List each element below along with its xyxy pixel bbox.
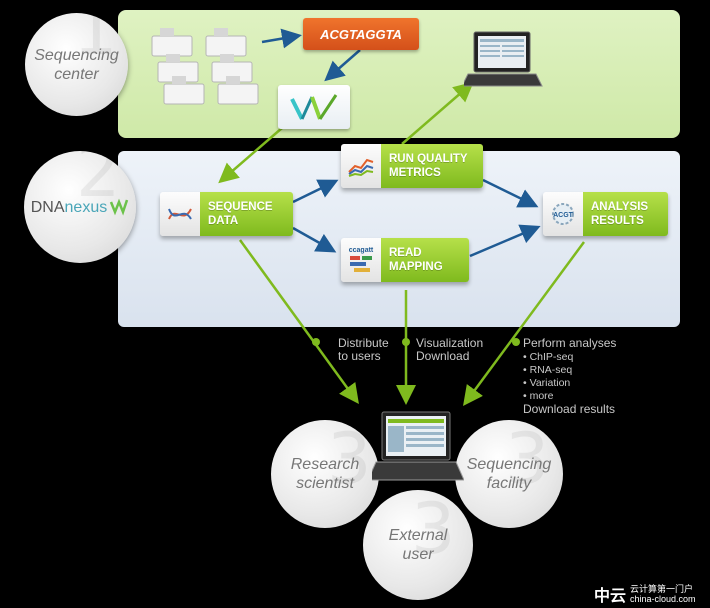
read-mapping-icon-text: ccagatt bbox=[348, 246, 374, 254]
dna-helix-icon bbox=[160, 192, 200, 236]
distribute-note: Distribute to users bbox=[338, 336, 389, 363]
arrow-sequence-to-readmapping bbox=[292, 226, 337, 253]
logo-dna-text: DNA bbox=[30, 198, 65, 216]
sequencing-facility-circle: 3 Sequencing facility bbox=[455, 420, 563, 528]
dot-perform bbox=[512, 338, 520, 346]
dot-visualization bbox=[402, 338, 410, 346]
analysis-results-label: ANALYSIS RESULTS bbox=[583, 192, 668, 236]
sequence-chip: ACGTAGGTA bbox=[303, 18, 419, 50]
research-scientist-circle: 3 Research scientist bbox=[271, 420, 379, 528]
dnanexus-mark-tile bbox=[278, 85, 350, 129]
analysis-bullets: • ChIP-seq • RNA-seq • Variation • more bbox=[523, 351, 653, 403]
download-results-note: Download results bbox=[523, 402, 616, 416]
read-mapping-label: READ MAPPING bbox=[381, 238, 469, 282]
perform-analyses-title: Perform analyses bbox=[523, 336, 617, 350]
arrow-runquality-to-analysis bbox=[482, 178, 539, 208]
research-scientist-label: Research scientist bbox=[290, 456, 360, 492]
arrow-servers-to-chip bbox=[261, 28, 302, 49]
sequence-data-label: SEQUENCE DATA bbox=[200, 192, 293, 236]
analysis-results-box[interactable]: ACGT ANALYSIS RESULTS bbox=[543, 192, 668, 236]
sequencing-center-circle: 1 Sequencing center bbox=[25, 0, 128, 116]
watermark-url: china-cloud.com bbox=[630, 594, 696, 604]
external-user-circle: 3 External user bbox=[363, 490, 473, 600]
analysis-icon-text: ACGT bbox=[553, 212, 574, 219]
watermark-brand: 中云 bbox=[594, 588, 627, 605]
step-number-1: 1 bbox=[73, 0, 118, 71]
bullet-item: • more bbox=[523, 390, 554, 402]
dnanexus-mark-icon bbox=[290, 94, 338, 120]
external-user-label: External user bbox=[388, 527, 448, 563]
run-quality-label: RUN QUALITY METRICS bbox=[381, 144, 483, 188]
watermark: 中云 云计算第一门户 china-cloud.com bbox=[594, 582, 696, 606]
arrow-runquality-to-laptop bbox=[401, 81, 474, 145]
sequencing-facility-label: Sequencing facility bbox=[466, 456, 552, 492]
arrow-sequence-to-runquality bbox=[292, 179, 339, 204]
bullet-item: • ChIP-seq bbox=[523, 351, 574, 363]
dot-distribute bbox=[312, 338, 320, 346]
bullet-item: • RNA-seq bbox=[523, 364, 573, 376]
arrow-readmapping-to-analysis bbox=[469, 224, 541, 258]
logo-nexus-text: nexus bbox=[64, 198, 108, 216]
arrow-analysis-to-users bbox=[463, 241, 586, 407]
run-quality-box[interactable]: RUN QUALITY METRICS bbox=[341, 144, 483, 188]
dnanexus-logo-mark-icon bbox=[110, 198, 129, 216]
read-mapping-box[interactable]: ccagatt READ MAPPING bbox=[341, 238, 469, 282]
analysis-gear-icon: ACGT bbox=[543, 192, 583, 236]
arrow-logo-to-sequence bbox=[218, 127, 283, 184]
visualization-note: Visualization Download bbox=[416, 336, 484, 363]
sequencer-machines-icon bbox=[151, 28, 259, 105]
watermark-text: 云计算第一门户 bbox=[630, 584, 694, 594]
read-mapping-icon: ccagatt bbox=[341, 238, 381, 282]
step-number-2: 2 bbox=[76, 131, 121, 213]
bullet-item: • Variation bbox=[523, 377, 571, 389]
laptop-icon bbox=[464, 31, 543, 87]
sequencing-center-label: Sequencing center bbox=[34, 46, 119, 83]
quality-chart-icon bbox=[341, 144, 381, 188]
arrow-sequence-to-users bbox=[238, 239, 359, 405]
perform-analyses-note: Perform analyses • ChIP-seq • RNA-seq • … bbox=[523, 337, 653, 416]
sequence-data-box[interactable]: SEQUENCE DATA bbox=[160, 192, 293, 236]
user-laptop-icon bbox=[372, 411, 464, 481]
arrow-chip-to-logo bbox=[324, 49, 361, 82]
